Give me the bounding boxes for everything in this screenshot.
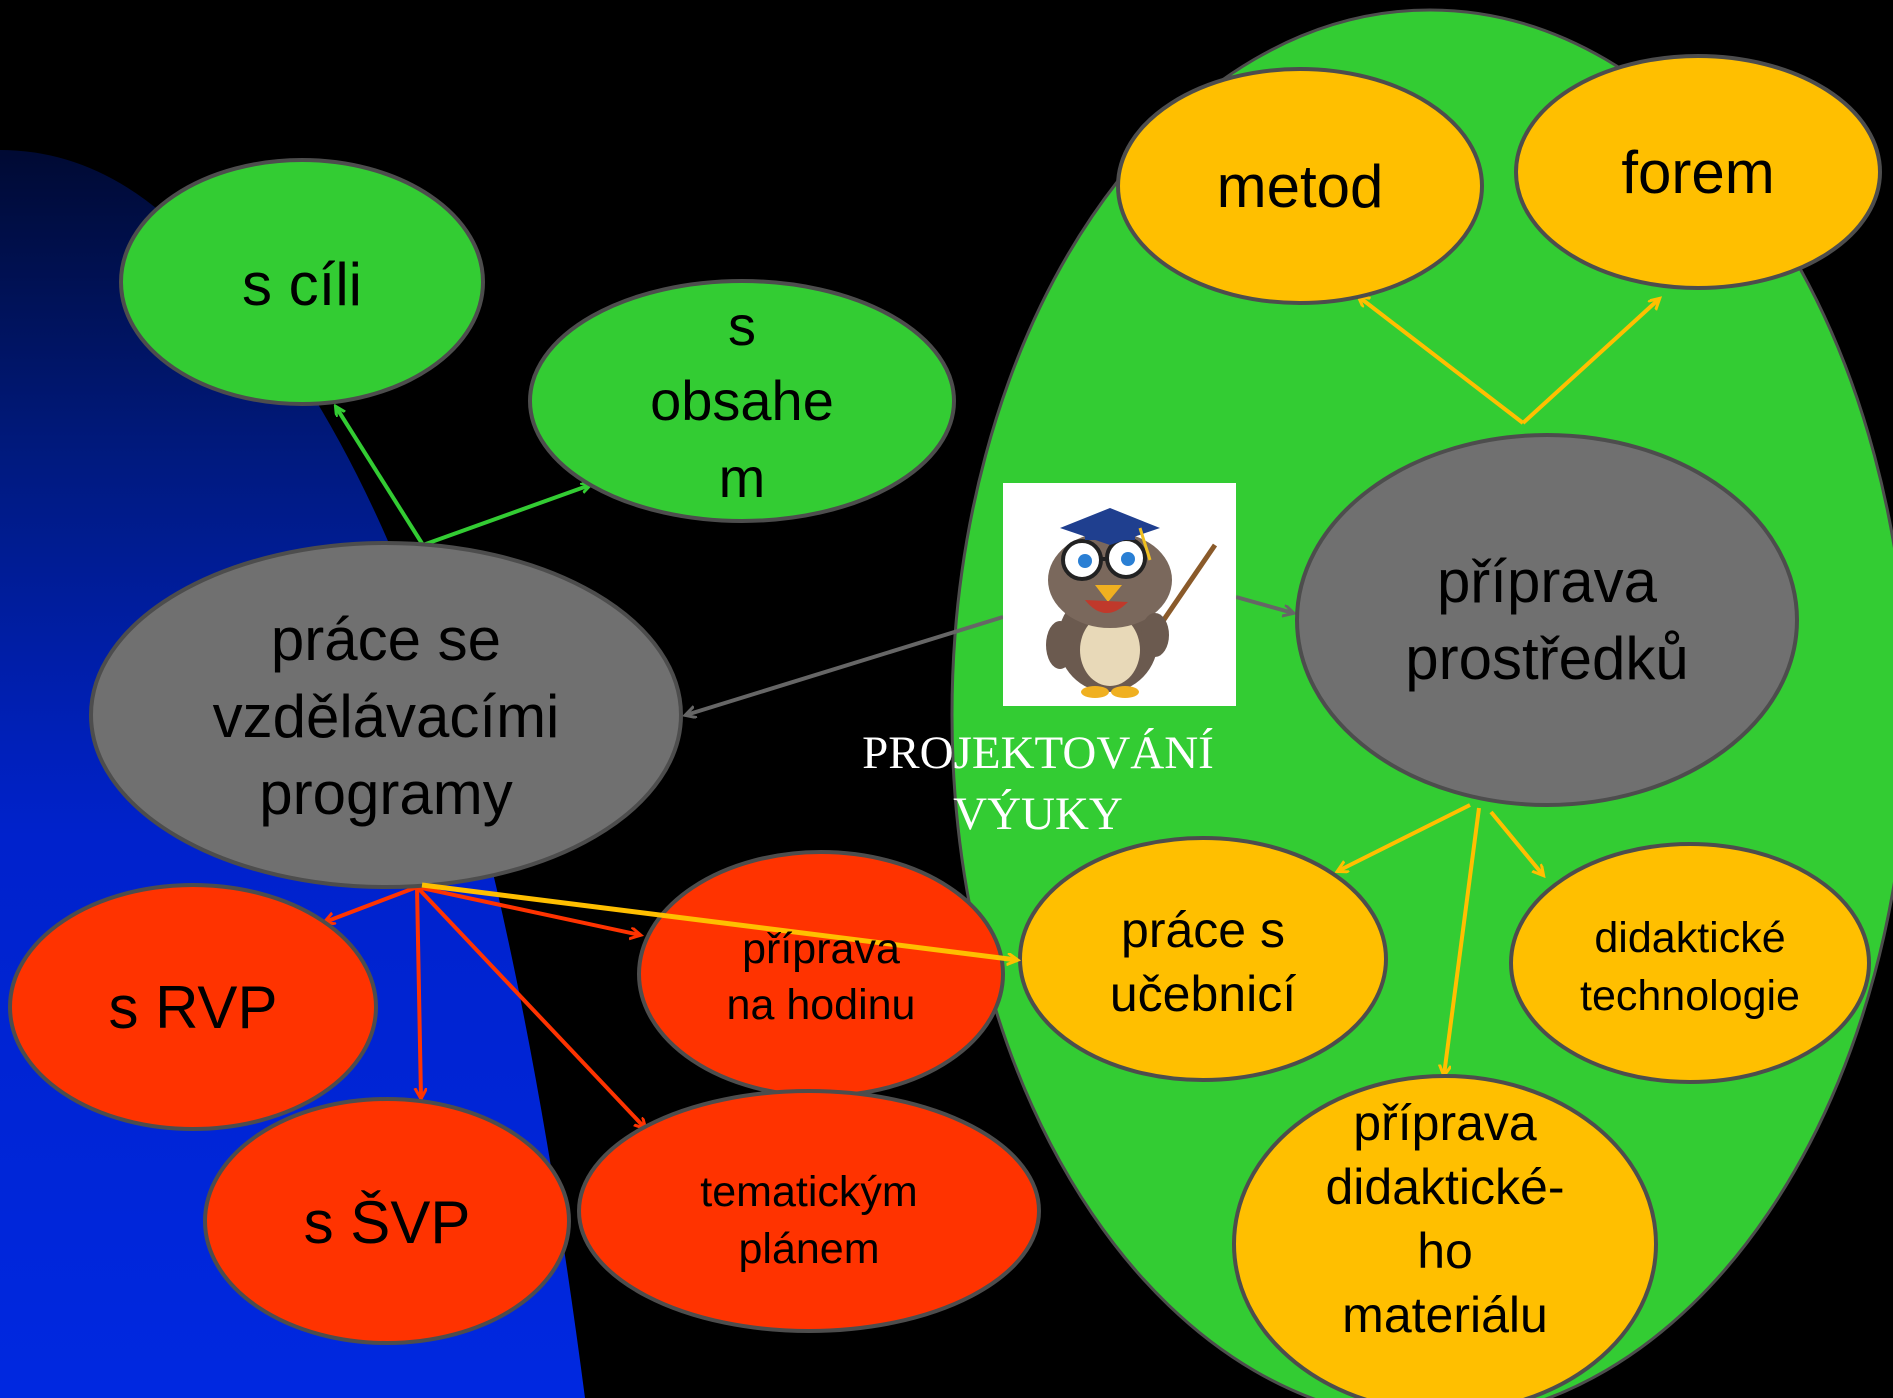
label-cili: s cíli bbox=[242, 251, 362, 318]
node-obsahem bbox=[528, 279, 956, 523]
node-right-main bbox=[1295, 433, 1799, 807]
arrow-to-svp bbox=[417, 886, 421, 1098]
label-right-main-1: příprava bbox=[1437, 548, 1658, 615]
arrow-owl-to-right bbox=[1235, 595, 1293, 613]
label-forem: forem bbox=[1621, 139, 1774, 206]
label-obsahem-2: obsahe bbox=[650, 369, 834, 432]
arrow-to-technologie bbox=[1489, 810, 1543, 875]
node-material bbox=[1232, 1074, 1658, 1398]
connectors bbox=[325, 297, 1659, 1128]
owl-teacher-icon bbox=[1003, 483, 1236, 706]
label-material-2: didaktické- bbox=[1326, 1159, 1565, 1215]
arrow-owl-to-left bbox=[686, 615, 1004, 715]
arrow-to-material bbox=[1444, 807, 1481, 1075]
arrow-to-planem bbox=[415, 885, 645, 1128]
node-forem bbox=[1514, 54, 1882, 290]
node-ucebnici bbox=[1018, 836, 1388, 1082]
label-rvp: s RVP bbox=[109, 974, 278, 1041]
arrow-to-forem bbox=[1521, 299, 1659, 425]
label-material-3: ho bbox=[1417, 1223, 1473, 1279]
center-title-line1: PROJEKTOVÁNÍ bbox=[862, 727, 1214, 779]
label-ucebnici-1: práce s bbox=[1121, 902, 1285, 958]
arrow-to-cili bbox=[336, 407, 425, 547]
label-hodina-1: příprava bbox=[742, 925, 900, 973]
label-planem-2: plánem bbox=[738, 1225, 879, 1273]
label-technologie-1: didaktické bbox=[1594, 914, 1785, 962]
node-hodina bbox=[637, 850, 1005, 1098]
center-title-line2: VÝUKY bbox=[953, 788, 1123, 840]
node-technologie bbox=[1509, 842, 1871, 1084]
arrow-to-obsahem bbox=[422, 485, 590, 547]
label-technologie-2: technologie bbox=[1580, 972, 1800, 1020]
label-right-main-2: prostředků bbox=[1405, 625, 1688, 692]
label-ucebnici-2: učebnicí bbox=[1110, 966, 1296, 1022]
node-metod bbox=[1116, 67, 1484, 305]
label-svp: s ŠVP bbox=[304, 1189, 471, 1256]
arrow-to-rvp bbox=[325, 885, 418, 922]
label-metod: metod bbox=[1217, 153, 1384, 220]
arrow-left-to-ucebnici bbox=[421, 882, 1017, 960]
label-obsahem-1: s bbox=[728, 294, 756, 357]
label-hodina-2: na hodinu bbox=[727, 981, 916, 1029]
node-rvp bbox=[8, 883, 378, 1131]
label-left-main-2: vzdělávacími bbox=[213, 683, 560, 750]
label-material-4: materiálu bbox=[1342, 1287, 1548, 1343]
node-svp bbox=[203, 1097, 571, 1345]
node-cili bbox=[119, 158, 485, 406]
label-planem-1: tematickým bbox=[700, 1168, 917, 1216]
arrow-to-metod bbox=[1359, 297, 1525, 425]
node-left-main bbox=[89, 541, 683, 889]
label-obsahem-3: m bbox=[719, 446, 766, 509]
arrow-to-ucebnici bbox=[1338, 803, 1471, 871]
label-left-main-1: práce se bbox=[271, 606, 501, 673]
label-material-1: příprava bbox=[1353, 1095, 1537, 1151]
arrow-to-hodina bbox=[416, 885, 640, 935]
node-planem bbox=[577, 1089, 1041, 1333]
label-left-main-3: programy bbox=[259, 760, 512, 827]
